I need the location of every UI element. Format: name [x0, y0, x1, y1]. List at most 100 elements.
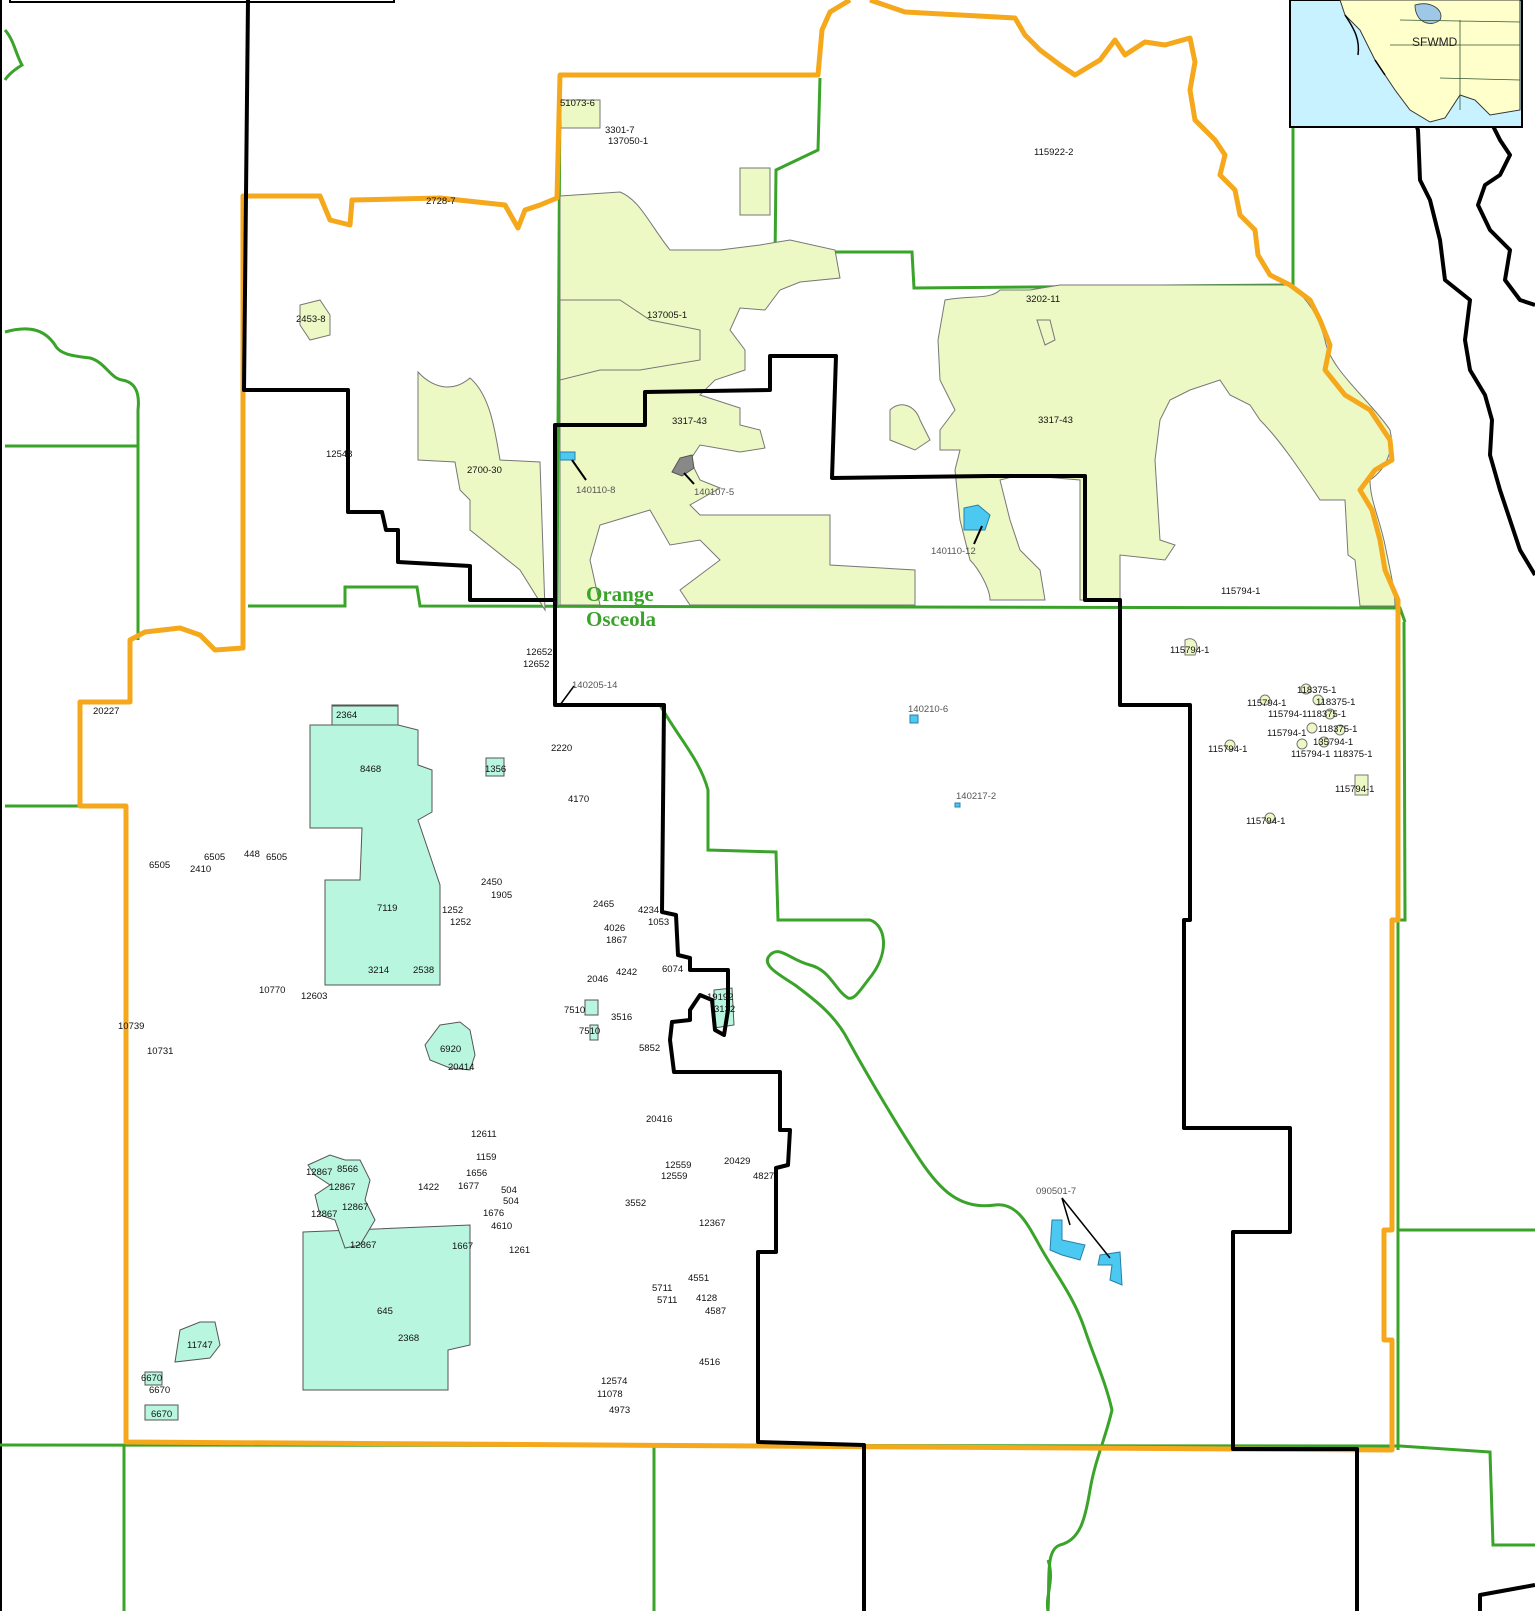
basin-line-east-2 [1476, 119, 1535, 307]
permit-label: 4827 [753, 1171, 774, 1182]
permit-label: 7510 [564, 1005, 585, 1016]
permit-label: 6505 [149, 860, 170, 871]
parcel-115794-ne [1184, 638, 1198, 656]
parcel-3202 [1036, 319, 1056, 346]
permit-label: 12652 [523, 659, 549, 670]
leader-140205 [559, 685, 575, 706]
creek-central-tail [1045, 1559, 1053, 1612]
county-line-nw [3, 28, 25, 81]
leader-140110-8 [571, 459, 587, 481]
permit-label: 1159 [476, 1152, 496, 1163]
permit-label: 1667 [452, 1241, 473, 1252]
permit-label: 6505 [266, 852, 287, 863]
inset-map: SFWMD [1289, 0, 1523, 128]
parcel-140217-2 [954, 802, 961, 808]
parcel-7510b [589, 1024, 599, 1041]
permit-label: 20414 [448, 1062, 474, 1073]
permit-label: 4587 [705, 1306, 726, 1317]
permit-label: 7510 [579, 1026, 600, 1037]
permit-label: 1656 [466, 1168, 487, 1179]
permit-label: 2046 [587, 974, 608, 985]
parcel-7510 [584, 999, 599, 1016]
permit-label: 6670 [149, 1385, 170, 1396]
permit-label: 115922-2 [1034, 147, 1073, 158]
parcel-118375-e [1318, 736, 1330, 748]
basin-line-east-1 [1408, 107, 1535, 577]
permit-label: 1053 [648, 917, 669, 928]
basin-line-main [242, 0, 1359, 1611]
permit-label: 12867 [342, 1202, 368, 1213]
permit-label: 3516 [611, 1012, 632, 1023]
permit-label: 2538 [413, 965, 434, 976]
permit-label: 6920 [440, 1044, 461, 1055]
permit-label: 3214 [368, 965, 389, 976]
permit-label: 6505 [204, 852, 225, 863]
leader-090501-b [1061, 1197, 1111, 1259]
parcel-north-strip [739, 167, 771, 216]
permit-label: 115794-1118375-1 [1268, 709, 1346, 720]
section-line-e [1396, 621, 1535, 1232]
permit-label: 5852 [639, 1043, 660, 1054]
inset-label: SFWMD [1412, 35, 1458, 49]
permit-label: 115794-1 [1208, 744, 1247, 755]
permit-label: 12652 [526, 647, 552, 658]
permit-label: 140110-12 [931, 546, 976, 557]
permit-label: 12867 [329, 1182, 355, 1193]
permit-label: 3301-7 [605, 125, 635, 136]
osceola-parcels [144, 704, 735, 1421]
permit-label: 115794-1 [1247, 698, 1286, 709]
permit-label: 8468 [360, 764, 381, 775]
permit-label: 137005-1 [647, 310, 687, 321]
permit-label: 1677 [458, 1181, 479, 1192]
permit-label: 3132 [714, 1004, 735, 1015]
parcel-115794-s [1264, 812, 1276, 824]
inset-florida [1339, 0, 1521, 123]
permit-label: 6670 [141, 1373, 162, 1384]
permit-label: 140205-14 [572, 680, 617, 691]
permit-label: 115794-1 118375-1 [1291, 749, 1373, 760]
permit-label: 5711 [652, 1283, 672, 1294]
permit-label: 1356 [485, 764, 506, 775]
permit-label: 645 [377, 1306, 393, 1317]
permit-label: 12559 [661, 1171, 687, 1182]
permit-label: 4234 [638, 905, 659, 916]
permit-label: 20416 [646, 1114, 672, 1125]
permit-label: 090501-7 [1036, 1186, 1076, 1197]
parcel-2453-8 [299, 299, 331, 341]
permit-label: 1261 [509, 1245, 530, 1256]
permit-label: 115794-1 [1221, 586, 1260, 597]
parcel-118375-d [1306, 722, 1318, 734]
parcel-137005 [559, 299, 701, 381]
permit-label: 504 [503, 1196, 519, 1207]
permit-label: 6670 [151, 1409, 172, 1420]
parcel-140107-5 [671, 454, 695, 477]
permit-label: 2465 [593, 899, 614, 910]
parcel-118375-g [1296, 738, 1308, 750]
permit-label: 2728-7 [426, 196, 456, 207]
permit-label: 1252 [450, 917, 471, 928]
parcel-115794-e [1354, 774, 1369, 796]
permit-label: 12611 [471, 1129, 497, 1140]
parcel-2364 [331, 705, 399, 726]
parcel-118375-a [1300, 683, 1312, 695]
permit-label: 12867 [311, 1209, 337, 1220]
permit-label: 2453-8 [296, 314, 326, 325]
permit-label: 2368 [398, 1333, 419, 1344]
permit-label: 7119 [377, 903, 397, 914]
county-line-w-creek [4, 327, 140, 446]
permit-label: 19192 [707, 992, 733, 1003]
parcel-118375-c [1324, 708, 1336, 720]
parcel-small-ne [889, 404, 931, 451]
permit-label: 1422 [418, 1182, 439, 1193]
sfwmd-boundary [77, 0, 1401, 1453]
permit-label: 3317-43 [672, 416, 707, 427]
permit-label: 140217-2 [956, 791, 996, 802]
permit-label: 140210-6 [908, 704, 948, 715]
inset-coast [1344, 14, 1386, 76]
permit-label: 4610 [491, 1221, 512, 1232]
permit-label: 1252 [442, 905, 463, 916]
permit-label: 12548 [326, 449, 352, 460]
